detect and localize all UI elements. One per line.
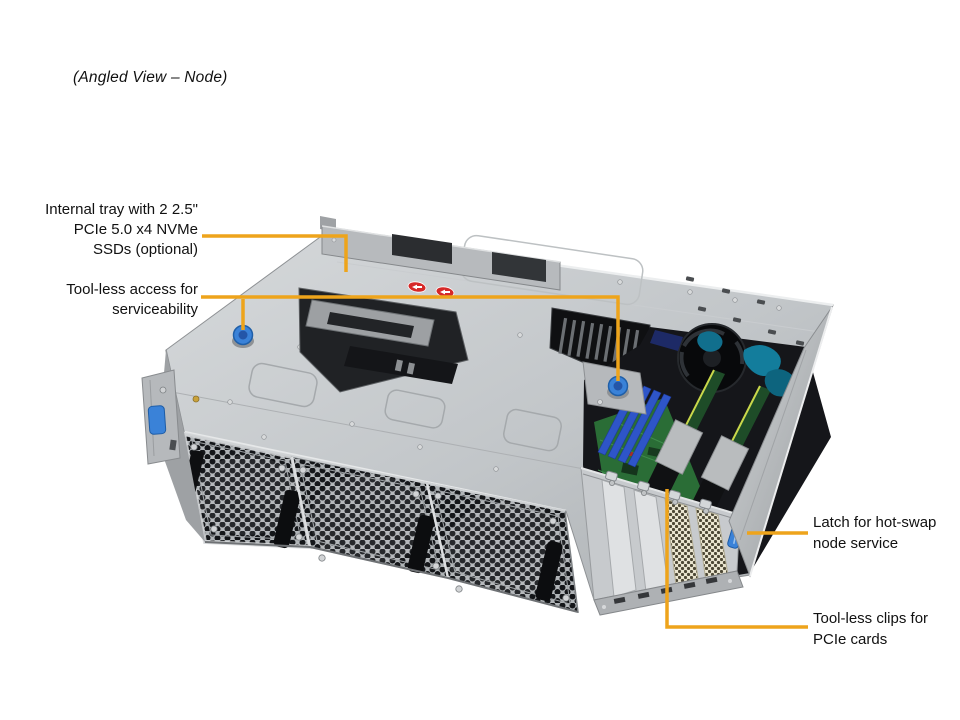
- figure-title: (Angled View – Node): [73, 69, 228, 86]
- callout-lines: [201, 234, 808, 629]
- fan-module-3: [425, 482, 579, 614]
- blue-thumbscrew-left: [232, 324, 254, 348]
- brass-screw: [192, 395, 200, 403]
- callout-line-toolless-clips: [665, 489, 808, 629]
- internal-tray-opening: [298, 287, 469, 393]
- callout-line-internal-tray: [202, 234, 348, 272]
- riser-card-a: [639, 369, 725, 520]
- callout-label-toolless-access: Tool-less access for serviceability: [66, 281, 198, 318]
- internal-fan: [677, 323, 747, 393]
- callout-label-internal-tray: Internal tray with 2 2.5" PCIe 5.0 x4 NV…: [45, 201, 198, 258]
- callout-line-toolless-access: [201, 295, 620, 381]
- callout-label-latch: Latch for hot-swap node service: [813, 514, 937, 552]
- pcie-blank-cover: [601, 479, 637, 598]
- deck-clip-marks: [685, 276, 805, 346]
- pcie-vented-bracket: [664, 498, 699, 586]
- heatsink-vent: [549, 307, 651, 369]
- pcie-toolless-clips: [605, 470, 712, 514]
- rear-flange: [320, 216, 561, 291]
- pcie-cage: [580, 467, 746, 616]
- cables: [650, 330, 797, 397]
- callout-label-toolless-clips: Tool-less clips for PCIe cards: [813, 610, 929, 648]
- right-side-wall: [728, 306, 833, 578]
- left-end: [141, 350, 205, 542]
- fan-modules: [181, 431, 579, 614]
- red-arrow-stickers: [407, 281, 455, 298]
- left-blue-latch: [147, 405, 167, 435]
